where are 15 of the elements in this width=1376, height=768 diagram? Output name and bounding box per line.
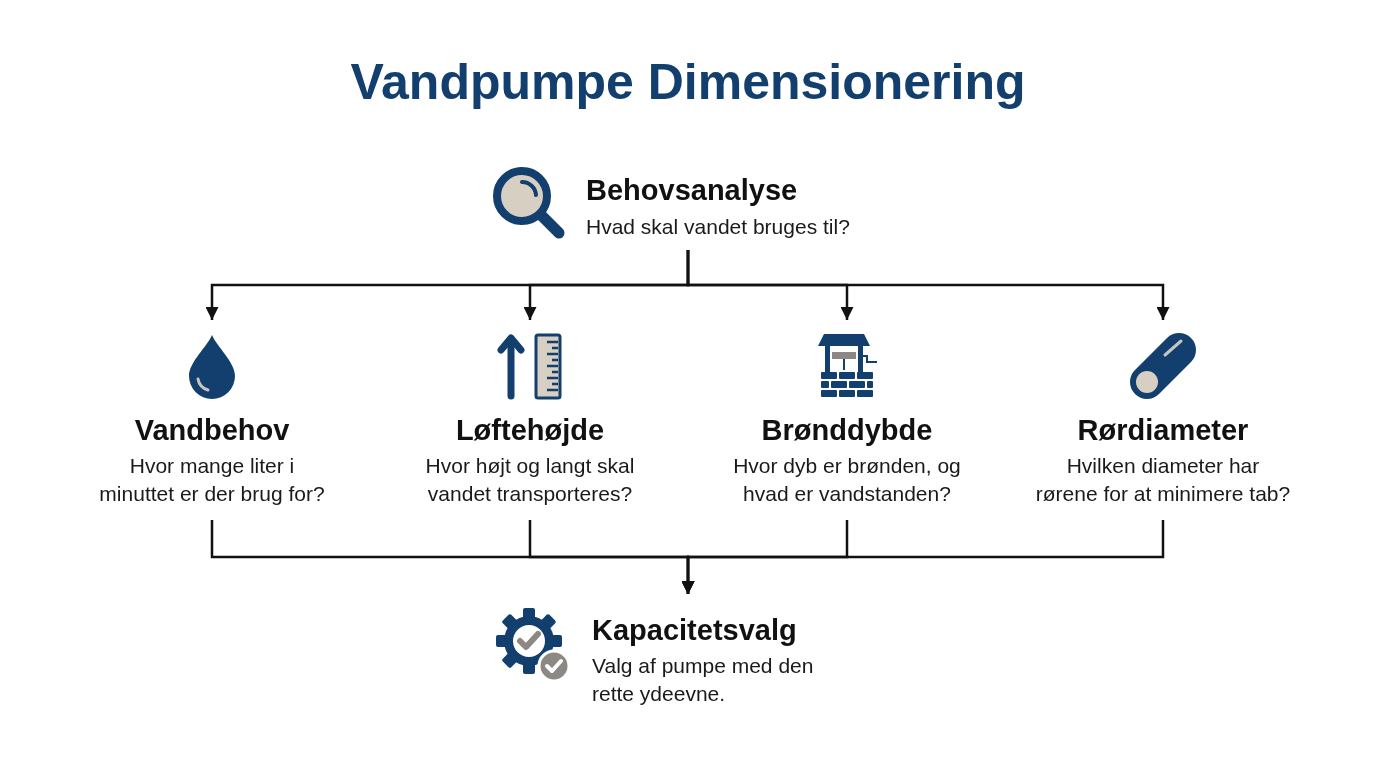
connector-arrow: [681, 520, 1165, 594]
step-title: Vandbehov: [134, 413, 290, 448]
step-description: Hvor dyb er brønden, og hvad er vandstanden?: [732, 453, 962, 507]
step-title: Løftehøjde: [455, 413, 605, 448]
step-description: Hvor højt og langt skal vandet transporteres?: [424, 453, 636, 507]
step-description: Hvad skal vandet bruges til?: [586, 214, 850, 240]
diagram-title: Vandpumpe Dimensionering: [350, 53, 1026, 112]
step-description: Valg af pumpe med den rette ydeevne.: [592, 653, 815, 707]
step-description: Hvor mange liter i minuttet er der brug for?: [98, 453, 326, 507]
step-description: Hvilken diameter har rørene for at minimere tab?: [1034, 453, 1292, 507]
step-title: Rørdiameter: [1077, 413, 1249, 448]
step-title: Behovsanalyse: [586, 173, 798, 208]
step-title: Kapacitetsvalg: [592, 613, 797, 648]
step-title: Brønddybde: [761, 413, 933, 448]
connector-arrow: [686, 250, 1170, 320]
